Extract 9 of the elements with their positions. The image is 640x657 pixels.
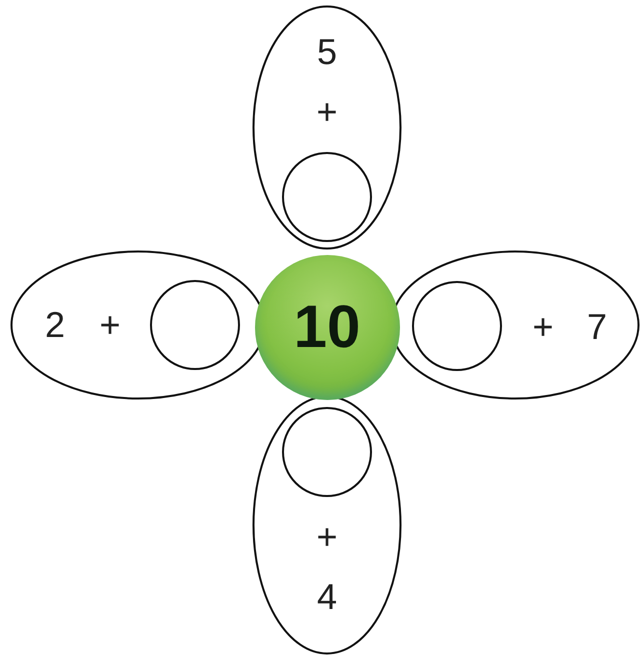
target-number: 10 <box>294 297 360 357</box>
number-label: 5 <box>316 34 338 70</box>
number-label: 2 <box>44 307 66 343</box>
number-label: + <box>532 309 554 345</box>
number-label: + <box>99 307 121 343</box>
number-label: 7 <box>586 309 608 345</box>
number-label: + <box>316 519 338 555</box>
number-label: 4 <box>316 579 338 615</box>
number-label: + <box>316 94 338 130</box>
